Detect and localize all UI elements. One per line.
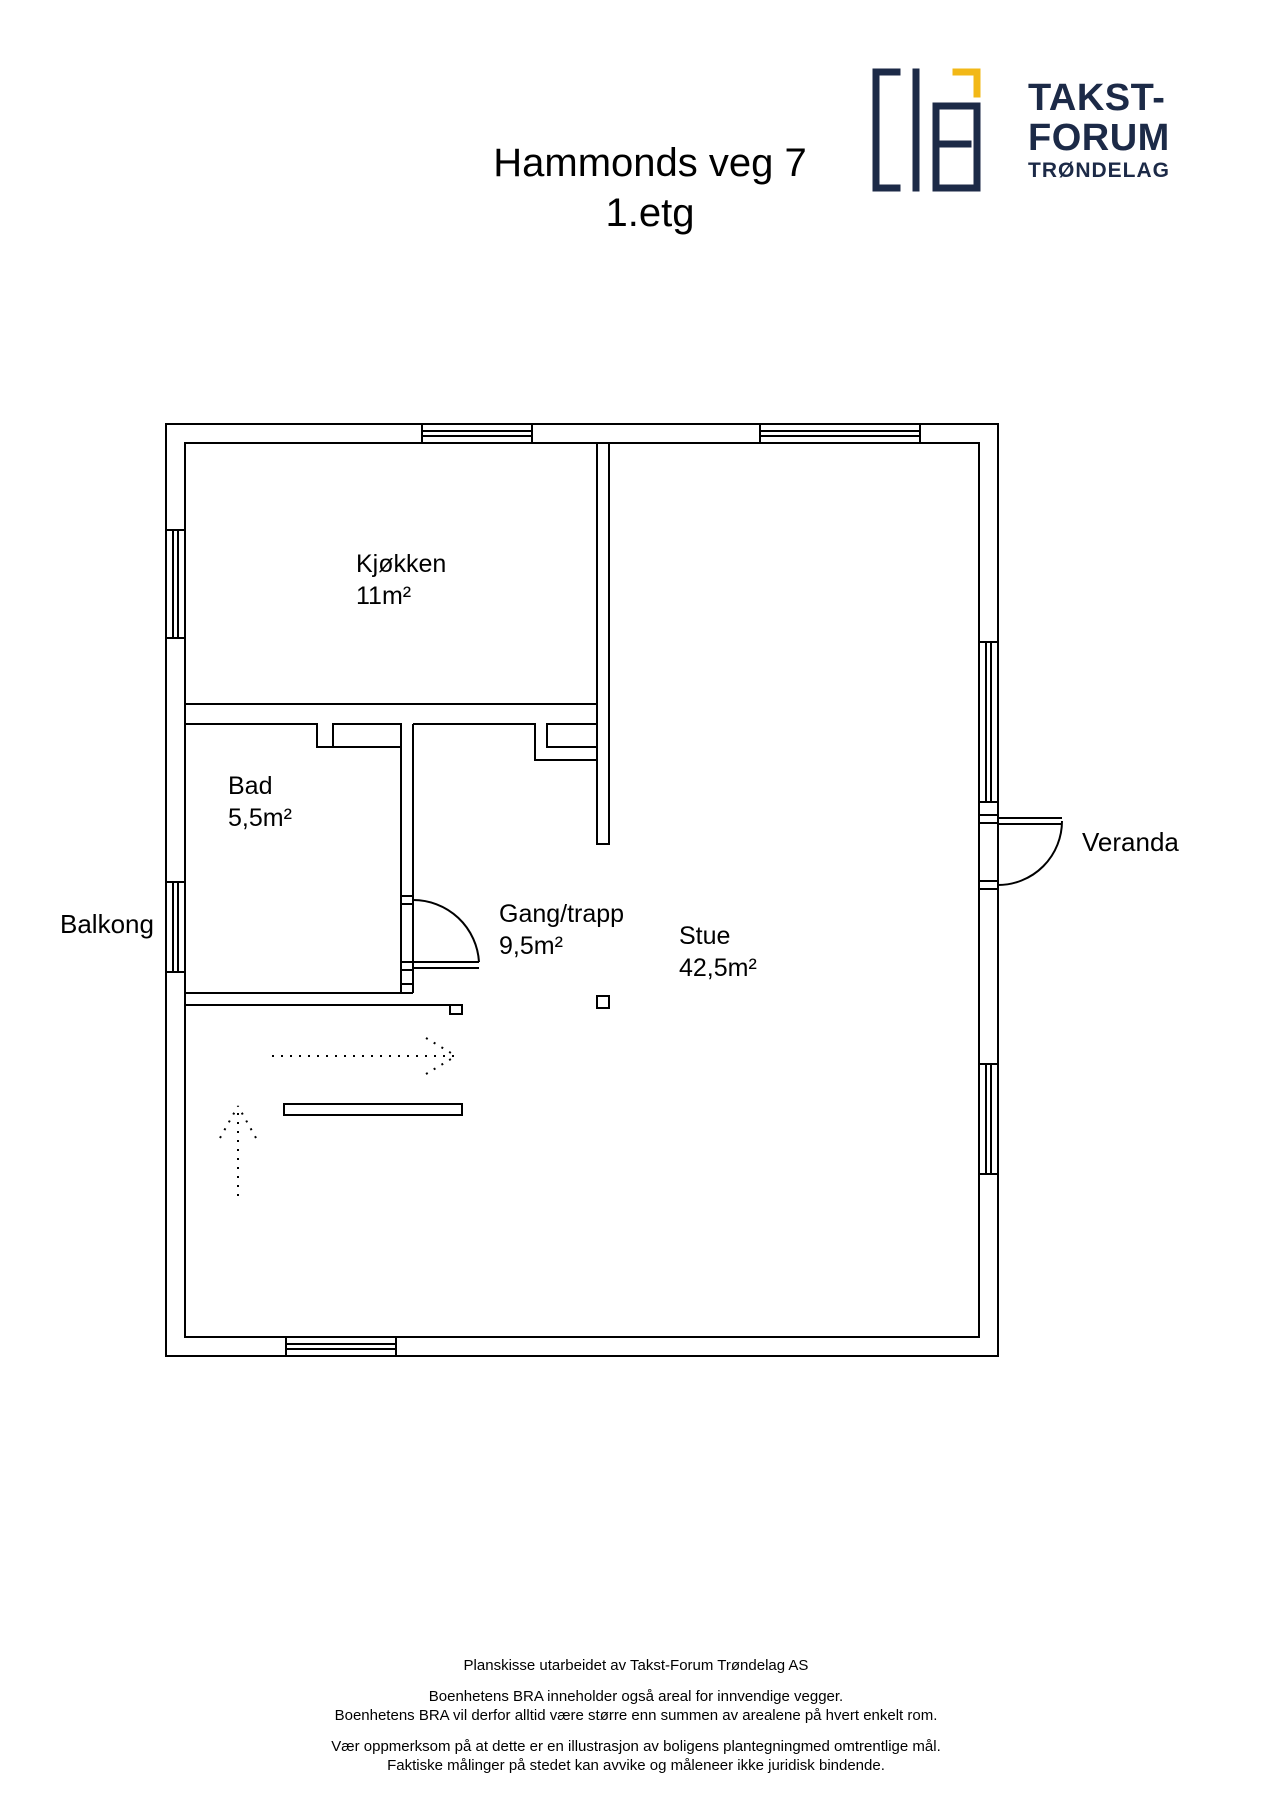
- footer-disclaimer: Planskisse utarbeidet av Takst-Forum Trø…: [236, 1656, 1036, 1787]
- logo-line-takst: TAKST-: [1028, 77, 1166, 119]
- logo-mark-icon: [872, 68, 981, 192]
- footer-illustration-note: Vær oppmerksom på at dette er en illustr…: [236, 1737, 1036, 1775]
- bathroom-walls: [184, 723, 402, 994]
- stair-rail: [283, 1103, 463, 1116]
- room-label-gang: Gang/trapp 9,5m²: [499, 898, 624, 962]
- window-bottom: [285, 1336, 397, 1357]
- window-right-upper: [978, 641, 999, 803]
- footer-bra-line1: Boenhetens BRA inneholder også areal for…: [428, 1688, 844, 1705]
- label-balkong: Balkong: [60, 909, 154, 939]
- label-veranda: Veranda: [1082, 827, 1179, 857]
- column: [596, 995, 610, 1009]
- room-area: 5,5m²: [228, 804, 292, 832]
- logo-line-forum: FORUM: [1028, 117, 1170, 159]
- outer-wall-inner: [184, 442, 980, 1338]
- window-right-lower: [978, 1063, 999, 1175]
- footer-illustration-line1: Vær oppmerksom på at dette er en illustr…: [331, 1738, 941, 1755]
- logo-line-region: TRØNDELAG: [1028, 159, 1170, 182]
- room-area: 9,5m²: [499, 932, 563, 960]
- window-left-bathroom: [165, 881, 186, 973]
- room-name: Kjøkken: [356, 550, 447, 578]
- wall-stub-lower: [400, 969, 414, 985]
- room-name: Bad: [228, 772, 273, 800]
- window-top-left: [421, 423, 533, 444]
- room-name: Gang/trapp: [499, 900, 625, 928]
- stair-arrow-horizontal: [272, 1037, 457, 1075]
- stair-landing-wall: [185, 1004, 463, 1015]
- hallway-fixture: [546, 723, 598, 748]
- footer-illustration-line2: Faktiske målinger på stedet kan avvike o…: [387, 1757, 885, 1774]
- outer-wall-outer: [165, 423, 999, 1357]
- bathroom-fixture: [332, 723, 402, 748]
- takst-forum-logo: [872, 68, 981, 192]
- logo-wordmark: TAKST- FORUM TRØNDELAG: [1028, 78, 1170, 184]
- partition-wall-kitchen-stue: [596, 442, 610, 845]
- door-veranda: [978, 814, 1063, 890]
- title-floor: 1.etg: [605, 191, 695, 235]
- room-label-stue: Stue 42,5m²: [679, 920, 757, 984]
- room-area: 42,5m²: [679, 954, 757, 982]
- door-bathroom: [400, 895, 480, 971]
- title-address: Hammonds veg 7: [493, 141, 807, 185]
- room-area: 11m²: [356, 582, 412, 610]
- footer-credit: Planskisse utarbeidet av Takst-Forum Trø…: [463, 1657, 809, 1674]
- window-left-kitchen: [165, 529, 186, 639]
- footer-bra-line2: Boenhetens BRA vil derfor alltid være st…: [334, 1707, 938, 1724]
- window-top-right: [759, 423, 921, 444]
- room-label-bad: Bad 5,5m²: [228, 770, 292, 834]
- room-label-kjokken: Kjøkken 11m²: [356, 548, 446, 612]
- room-name: Stue: [679, 922, 731, 950]
- footer-bra-note: Boenhetens BRA inneholder også areal for…: [236, 1687, 1036, 1725]
- page-title: Hammonds veg 7 1.etg: [380, 138, 920, 238]
- stair-arrow-vertical: [219, 1105, 257, 1196]
